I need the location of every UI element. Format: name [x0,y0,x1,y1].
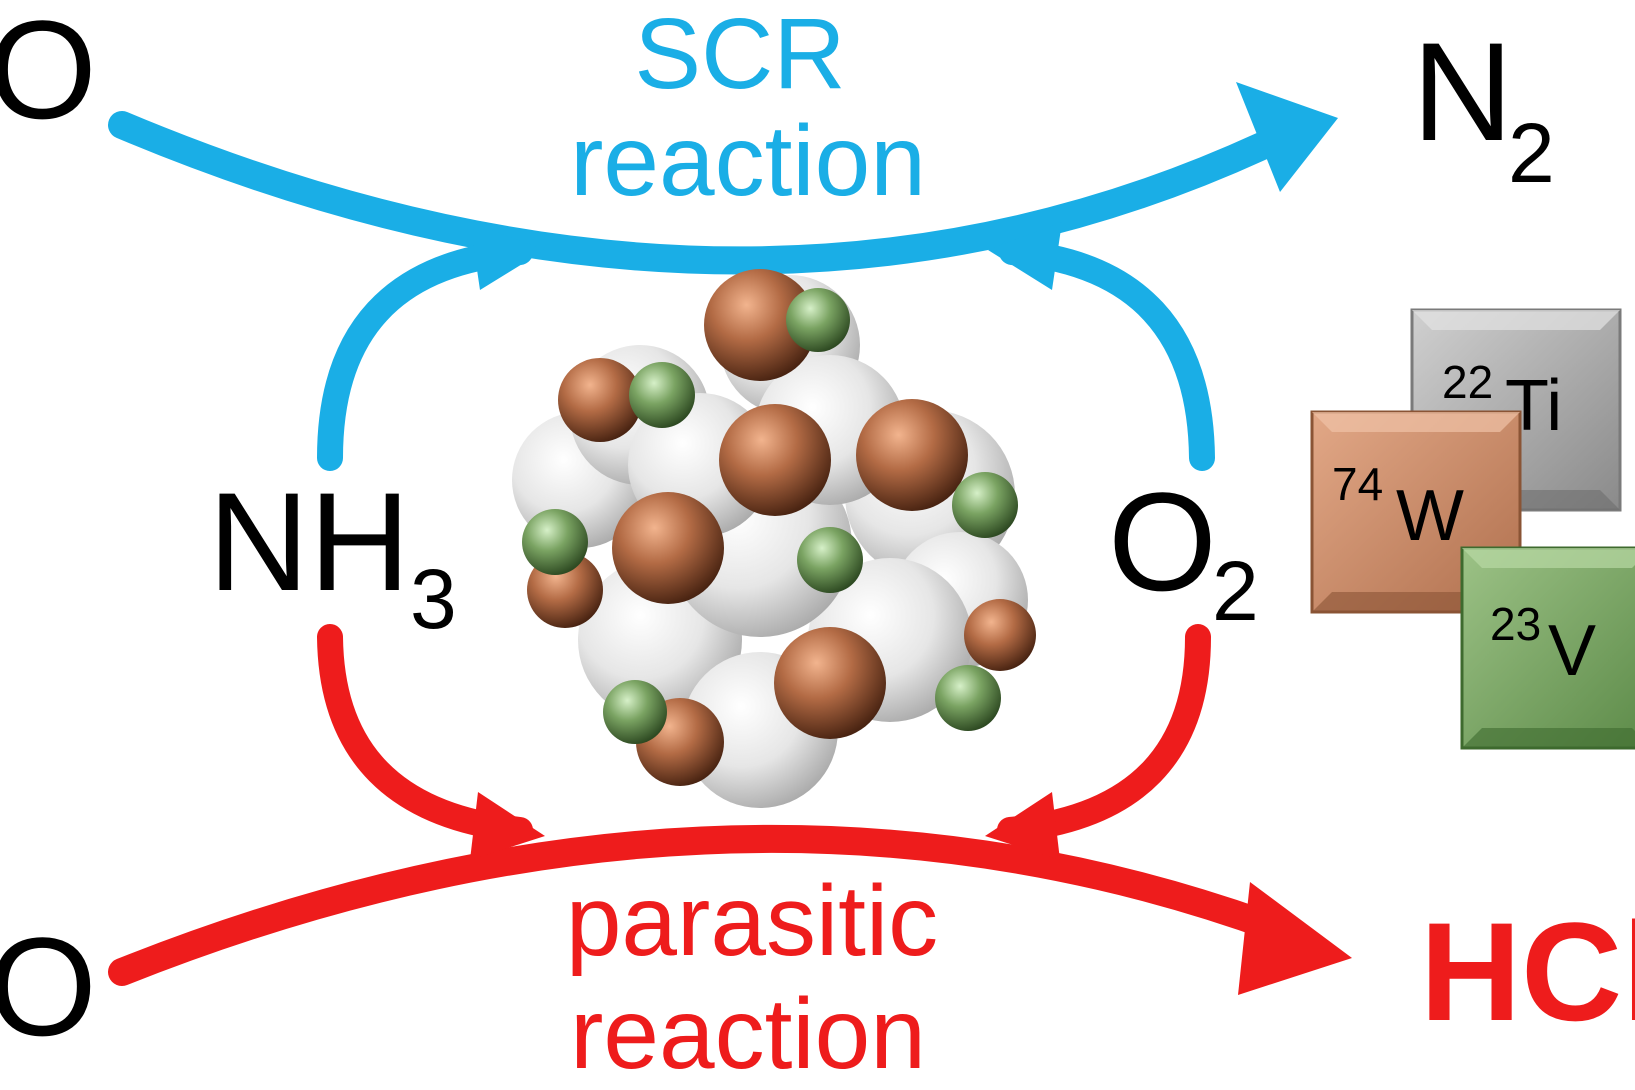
byproduct-label: HCl [1420,893,1635,1050]
nitrogen-base: N [1412,13,1513,170]
vanadium-sphere [786,288,850,352]
bottom-left-species: O [0,908,97,1065]
ammonia-to-scr-arrowhead [470,222,545,290]
parasitic-pathway [108,624,1352,995]
element-symbol: V [1548,611,1596,691]
catalyst-cluster [512,269,1036,808]
oxygen-subscript: 2 [1212,544,1259,638]
tungsten-sphere [964,599,1036,671]
vanadium-sphere [629,362,695,428]
vanadium-sphere [952,472,1018,538]
oxygen-to-parasitic-curve [997,624,1211,843]
nitrogen-label: N 2 [1412,13,1555,200]
oxygen-to-parasitic-arrowhead [985,792,1060,860]
nitrogen-subscript: 2 [1508,106,1555,200]
ammonia-to-scr-curve [317,239,533,471]
tungsten-sphere [612,492,724,604]
vanadium-sphere [797,527,863,593]
element-number: 23 [1490,598,1541,650]
oxygen-to-scr-arrowhead [988,222,1062,290]
parasitic-main-arrow-line [108,824,1289,986]
parasitic-arrowhead [1238,882,1352,995]
scr-label-line2: reaction [570,105,926,217]
ammonia-to-parasitic-arrowhead [470,792,545,860]
element-tiles: 22 Ti 74 W 23 V [1310,308,1635,750]
element-symbol: W [1396,476,1464,556]
vanadium-sphere [935,665,1001,731]
element-number: 22 [1442,356,1493,408]
scr-pathway [108,82,1338,471]
oxygen-to-scr-curve [999,239,1215,471]
parasitic-label-line2: reaction [570,978,926,1090]
oxygen-base: O [1108,463,1217,620]
tungsten-sphere [856,399,968,511]
element-number: 74 [1332,458,1383,510]
scr-main-arrow-line [108,111,1276,275]
scr-label-line1: SCR [634,0,845,110]
oxygen-label: O 2 [1108,463,1259,638]
tungsten-sphere [558,358,642,442]
tungsten-sphere [774,627,886,739]
vanadium-sphere [522,509,588,575]
ammonia-to-parasitic-curve [317,624,533,843]
scr-arrowhead [1236,82,1338,192]
vanadium-sphere [603,680,667,744]
ammonia-base: NH [208,463,410,620]
top-left-species: O [0,0,97,148]
tungsten-sphere [719,404,831,516]
tungsten-sphere [704,269,816,381]
parasitic-label-line1: parasitic [566,865,938,977]
element-tile-v: 23 V [1460,546,1635,750]
ammonia-subscript: 3 [410,552,457,646]
ammonia-label: NH 3 [208,463,457,646]
